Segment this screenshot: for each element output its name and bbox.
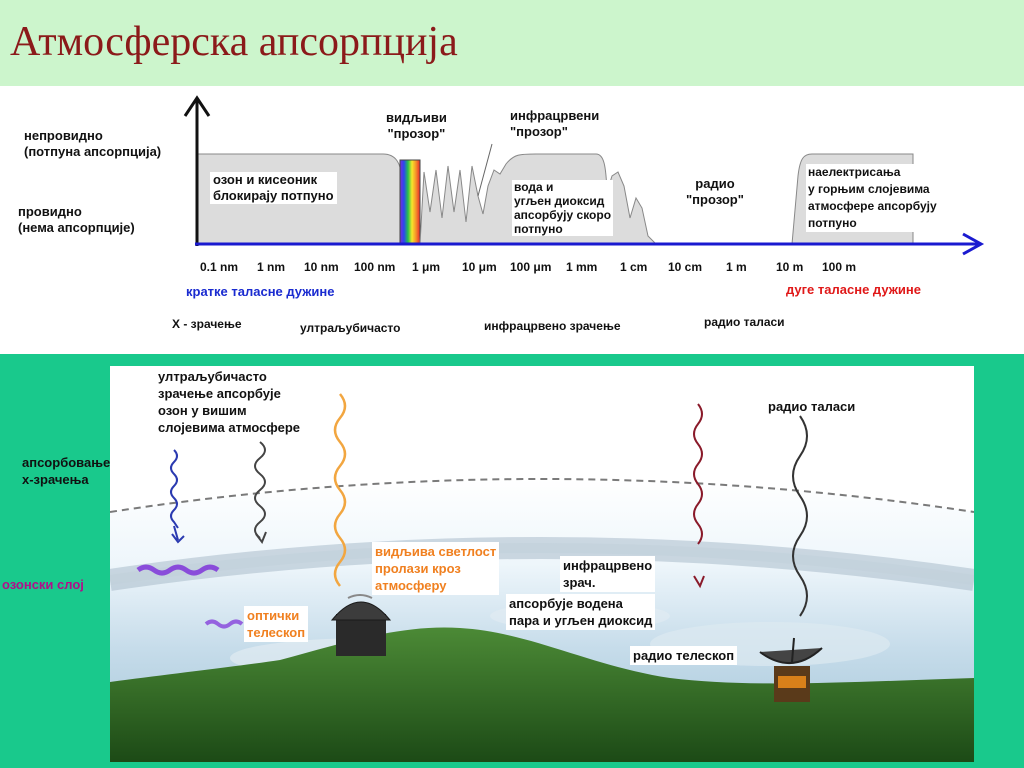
tick-label: 10 cm (668, 260, 703, 274)
xray-band-label: X - зрачење (172, 317, 242, 331)
tick-label: 1 cm (620, 260, 648, 274)
ozone-molecules (136, 564, 220, 576)
xray-wave (170, 449, 179, 529)
spectrum-panel: непровидно(потпуна апсорпција) провидно(… (0, 86, 1024, 354)
radio-window-label: радио"прозор" (686, 176, 744, 207)
tick-label: 1 m (726, 260, 747, 274)
radio-waves-label: радио таласи (768, 399, 856, 414)
infrared-wave (693, 403, 703, 545)
tick-label: 100 μm (510, 260, 552, 274)
visible-window-rainbow (399, 159, 421, 245)
short-wavelengths-label: кратке таласне дужине (186, 284, 335, 299)
tick-label: 10 μm (462, 260, 497, 274)
hill (110, 627, 974, 762)
y-axis-arrow (183, 95, 211, 117)
observatory-dome (330, 594, 392, 656)
visible-window-label: видљиви"прозор" (386, 110, 447, 141)
page-title: Атмосферска апсорпција (10, 19, 458, 65)
title-bar: Атмосферска апсорпција (0, 0, 1024, 86)
transparent-label: провидно(нема апсорпције) (18, 204, 135, 235)
radio-dish (759, 637, 823, 702)
ir-band-label: инфрацрвено зрачење (484, 319, 621, 333)
radio-telescope-label: радио телескоп (630, 646, 738, 665)
x-axis-arrow (962, 232, 985, 256)
uv-wave (254, 441, 266, 539)
tick-label: 10 nm (304, 260, 339, 274)
tick-label: 1 nm (257, 260, 286, 274)
tick-label: 1 μm (412, 260, 441, 274)
ozone-layer-label: озонски слој (2, 577, 84, 592)
uv-band-label: ултраљубичасто (300, 321, 401, 335)
tick-label: 0.1 nm (200, 260, 239, 274)
infrared-window-label: инфрацрвени"прозор" (510, 108, 600, 139)
tick-label: 10 m (776, 260, 804, 274)
opaque-label: непровидно(потпуна апсорпција) (24, 128, 162, 159)
atmosphere-boundary (110, 478, 974, 513)
radio-band-label: радио таласи (704, 315, 785, 329)
long-wavelengths-label: дуге таласне дужине (786, 282, 921, 297)
tick-label: 1 mm (566, 260, 598, 274)
tick-label: 100 nm (354, 260, 396, 274)
radio-wave (792, 415, 808, 617)
tick-label: 100 m (822, 260, 857, 274)
ir-window-pointer (477, 143, 493, 197)
visible-wave (333, 393, 347, 587)
